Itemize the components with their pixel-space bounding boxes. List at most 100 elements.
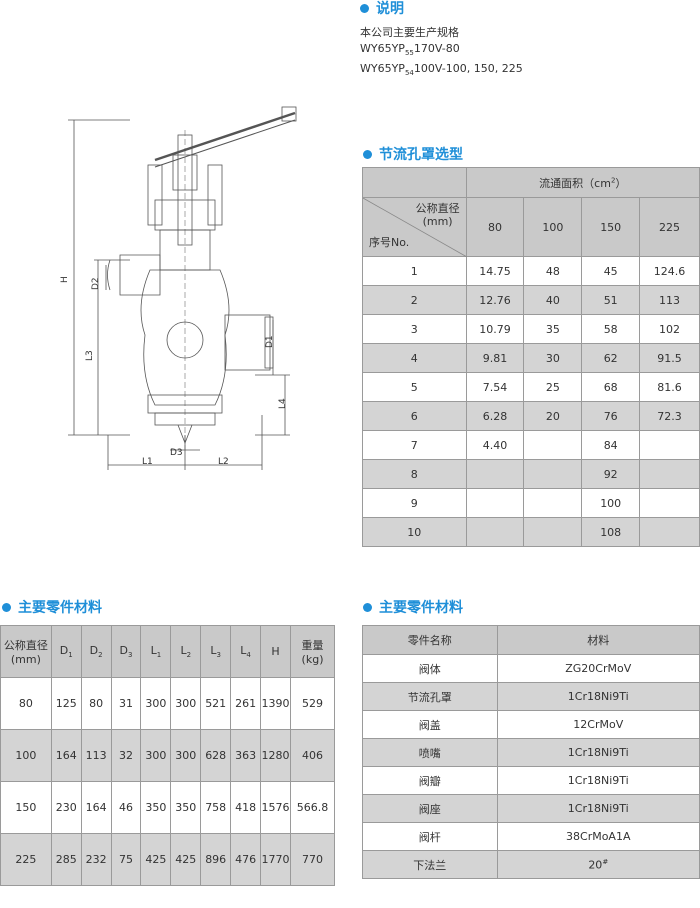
header-d1: D1: [50, 625, 82, 678]
nominal-diameter: 80: [0, 677, 52, 730]
flow-area-cell: 68: [581, 372, 641, 402]
size-225: 225: [639, 197, 700, 257]
flow-area-cell: 102: [639, 314, 700, 344]
flow-area-cell: 10.79: [465, 314, 525, 344]
dimension-cell: 770: [290, 833, 335, 886]
size-150: 150: [581, 197, 641, 257]
flow-area-cell: [639, 430, 700, 460]
header-d2: D2: [80, 625, 112, 678]
diagonal-line: [363, 198, 467, 257]
flow-area-cell: [639, 459, 700, 489]
dimension-cell: 80: [80, 677, 112, 730]
label-d1: D1: [265, 335, 275, 348]
flow-area-cell: 4.40: [465, 430, 525, 460]
dimension-cell: 758: [200, 781, 232, 834]
row-number: 10: [362, 517, 467, 547]
dimension-cell: 521: [200, 677, 232, 730]
materials-title-text: 主要零件材料: [379, 600, 463, 616]
dimension-cell: 350: [170, 781, 202, 834]
dimension-cell: 1576: [260, 781, 292, 834]
bullet-icon: [363, 149, 372, 159]
flow-area-cell: 30: [523, 343, 583, 373]
part-name: 阀体: [362, 654, 498, 683]
dimension-cell: 164: [50, 729, 82, 782]
bullet-icon: [363, 602, 372, 612]
row-number: 5: [362, 372, 467, 402]
row-number: 4: [362, 343, 467, 373]
flow-area-cell: 51: [581, 285, 641, 315]
part-name: 节流孔罩: [362, 682, 498, 711]
part-name: 阀瓣: [362, 766, 498, 795]
dimension-cell: 418: [230, 781, 262, 834]
dimension-cell: 406: [290, 729, 335, 782]
flow-area-cell: 108: [581, 517, 641, 547]
dimension-cell: 350: [140, 781, 172, 834]
flow-area-cell: 6.28: [465, 401, 525, 431]
intro-title-text: 说明: [376, 1, 404, 17]
row-number: 6: [362, 401, 467, 431]
flow-area-cell: 45: [581, 256, 641, 286]
flow-area-cell: 25: [523, 372, 583, 402]
dimension-cell: 300: [170, 677, 202, 730]
flow-area-cell: 100: [581, 488, 641, 518]
flow-area-cell: 35: [523, 314, 583, 344]
flow-area-cell: [523, 517, 583, 547]
dimension-cell: 628: [200, 729, 232, 782]
label-d2: D2: [91, 277, 101, 290]
nominal-diameter: 100: [0, 729, 52, 782]
valve-drawing: H D2 L3 D1 L4 D3 L1 L2: [60, 106, 297, 470]
dimension-cell: 300: [140, 729, 172, 782]
dimension-cell: 164: [80, 781, 112, 834]
header-part: 零件名称: [362, 625, 498, 655]
flow-area-cell: [523, 488, 583, 518]
header-l2: L2: [170, 625, 202, 678]
dimension-cell: 1770: [260, 833, 292, 886]
flow-area-cell: 14.75: [465, 256, 525, 286]
diag-header-cell: 公称直径(mm) 序号No.: [362, 197, 467, 257]
part-name: 阀杆: [362, 822, 498, 851]
material-value: 38CrMoA1A: [496, 822, 700, 851]
part-name: 阀盖: [362, 710, 498, 739]
material-value: 1Cr18Ni9Ti: [496, 794, 700, 823]
intro-line-3: WY65YP54100V-100, 150, 225: [360, 62, 523, 78]
flow-area-cell: [465, 517, 525, 547]
flow-area-cell: 92: [581, 459, 641, 489]
header-h: H: [260, 625, 292, 678]
part-name: 阀座: [362, 794, 498, 823]
header-l4: L4: [230, 625, 262, 678]
material-value: 12CrMoV: [496, 710, 700, 739]
flow-area-cell: 48: [523, 256, 583, 286]
dimension-cell: 566.8: [290, 781, 335, 834]
intro-title: 说明: [360, 0, 404, 18]
dimension-cell: 300: [140, 677, 172, 730]
flow-area-cell: 113: [639, 285, 700, 315]
table-row: 9 100: [362, 488, 700, 518]
dims-table: 公称直径(mm) D1 D2 D3 L1 L2 L3 L4 H 重量(kg) 8…: [0, 625, 335, 886]
dimension-cell: 31: [110, 677, 142, 730]
flow-area-cell: 62: [581, 343, 641, 373]
row-number: 9: [362, 488, 467, 518]
bullet-icon: [360, 3, 369, 13]
material-value: 20#: [496, 850, 700, 879]
throttle-title-text: 节流孔罩选型: [379, 147, 463, 163]
flow-area-cell: [465, 488, 525, 518]
dimension-cell: 476: [230, 833, 262, 886]
header-dn: 公称直径(mm): [0, 625, 52, 678]
dimension-cell: 32: [110, 729, 142, 782]
dimension-cell: 230: [50, 781, 82, 834]
header-l3: L3: [200, 625, 232, 678]
